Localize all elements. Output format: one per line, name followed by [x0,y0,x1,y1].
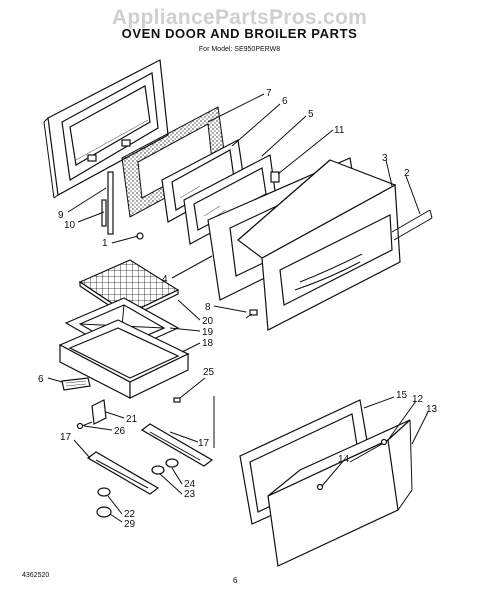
callout-23: 23 [184,489,196,500]
leader-lines [47,93,429,523]
callout-13: 13 [426,404,438,415]
callout-29: 29 [124,519,136,530]
callout-10: 10 [64,220,76,231]
callout-6: 6 [282,96,288,107]
broiler-pan [58,319,190,399]
callout-9: 9 [58,210,64,221]
callout-24: 24 [184,479,196,490]
callout-8: 8 [205,302,211,313]
door-clip [270,171,280,183]
screw-8 [245,309,258,319]
roller-23-24 [151,458,179,475]
callout-21: 21 [126,414,138,425]
callout-14: 14 [338,454,350,465]
door-glass [183,154,277,245]
callout-15: 15 [396,390,408,401]
door-front-with-handle [237,159,433,331]
callout-7: 7 [266,88,272,99]
drawer-front-panel [239,399,413,567]
callout-26: 26 [114,426,126,437]
broiler-handle [61,377,91,391]
callout-20: 20 [202,316,214,327]
rail-17-lower [86,451,160,495]
page-number: 6 [233,576,238,585]
callout-25: 25 [203,367,215,378]
callout-3: 3 [382,153,388,164]
callout-22: 22 [124,509,136,520]
callout-19: 19 [202,327,214,338]
callout-18: 18 [202,338,214,349]
model-line: For Model: SE950PERW8 [198,46,281,53]
hinge-parts [101,171,144,240]
bracket-21 [76,399,107,430]
watermark: AppliancePartsPros.com [111,6,368,29]
callout-2: 2 [404,168,410,179]
rail-17-upper [140,423,214,467]
callout-11: 11 [334,125,345,136]
callout-4: 4 [162,274,168,285]
callout-1: 1 [102,238,108,249]
page-title: OVEN DOOR AND BROILER PARTS [121,26,358,41]
pin-25 [173,397,181,403]
roller-22-29 [96,487,112,518]
callout-5: 5 [308,109,314,120]
callout-labels: 7 6 5 11 3 2 9 10 1 4 8 20 19 18 25 6 21… [38,88,438,530]
callout-17b: 17 [60,432,72,443]
callout-17a: 17 [198,438,210,449]
callout-6b: 6 [38,374,44,385]
callout-12: 12 [412,394,424,405]
document-number: 4362520 [22,572,50,579]
door-insulation [121,106,227,218]
